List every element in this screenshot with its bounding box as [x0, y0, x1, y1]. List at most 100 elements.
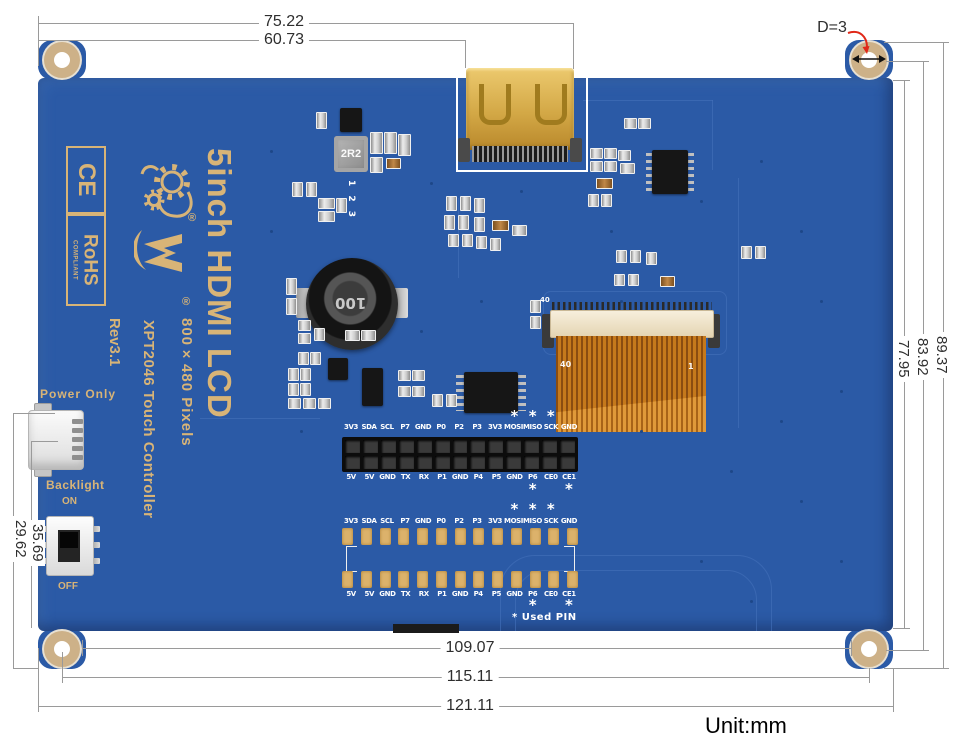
- pin-label: SCK: [543, 423, 559, 431]
- pin-label: 3V3: [488, 517, 502, 525]
- rohs-mark-box: COMPLIANT RoHS: [66, 214, 106, 306]
- via-dot: [640, 430, 643, 433]
- used-pin-star: [469, 503, 487, 515]
- smd-component: [492, 220, 509, 231]
- switch-on-label: ON: [62, 496, 77, 507]
- red-callout-arrow: [847, 31, 870, 54]
- rohs-compliant-label: COMPLIANT: [71, 239, 78, 281]
- hdmi-shield-clip: [570, 138, 582, 162]
- smd-component: [590, 161, 603, 172]
- used-pin-star: [415, 599, 433, 611]
- used-pin-star: [378, 483, 396, 495]
- used-pin-star: [487, 599, 505, 611]
- soic8-chip: [652, 150, 688, 194]
- dim-tick: [886, 61, 929, 62]
- dim-value-right-3: 77.95: [895, 336, 912, 382]
- used-pin-star: [560, 410, 578, 422]
- used-pin-star: [433, 483, 451, 495]
- used-pin-star: [360, 410, 378, 422]
- used-pin-star: [469, 483, 487, 495]
- pin-label: CE0: [544, 590, 558, 598]
- pin-label: 3V3: [344, 517, 358, 525]
- used-pin-star: [378, 599, 396, 611]
- used-pin-star: [451, 410, 469, 422]
- pin-label: RX: [418, 473, 429, 481]
- pin-label: SDA: [361, 517, 377, 525]
- solder-pad: [548, 528, 560, 545]
- pin-label: MOSI: [504, 423, 523, 431]
- solder-pad: [454, 571, 466, 588]
- smd-component: [384, 132, 397, 154]
- waveshare-logo: [134, 156, 196, 306]
- header2-bottom-stars: **: [342, 598, 578, 613]
- smd-component: [596, 178, 613, 189]
- dim-extension-line: [62, 652, 63, 683]
- dim-value-left-1: 29.62: [12, 516, 29, 562]
- smd-component: [412, 370, 425, 381]
- pin-label: P4: [473, 473, 484, 481]
- solder-pad: [417, 528, 428, 545]
- waveshare-logo-icon: [134, 164, 193, 272]
- mounting-hole: [44, 42, 80, 78]
- header-socket-hole: [470, 456, 486, 469]
- header-socket-hole: [380, 456, 396, 469]
- used-pin-star: *: [546, 407, 555, 425]
- smd-component: [318, 398, 331, 409]
- registered-mark: ®: [182, 296, 191, 308]
- solder-pad: [435, 528, 447, 545]
- smd-component: [530, 300, 541, 313]
- smd-component: [660, 276, 675, 287]
- solder-pad: [473, 571, 485, 588]
- dim-extension-line: [869, 668, 870, 683]
- smd-component: [286, 298, 297, 315]
- pin-label: CE0: [544, 473, 558, 481]
- header1-bottom-stars: **: [342, 482, 578, 497]
- used-pin-star: [342, 483, 360, 495]
- solder-pad: [473, 528, 485, 545]
- header-socket-hole: [506, 440, 522, 453]
- via-dot: [270, 230, 273, 233]
- smd-component: [490, 238, 501, 251]
- smd-component: [590, 148, 603, 159]
- unit-note: Unit:mm: [705, 713, 787, 738]
- used-pin-star: *: [546, 500, 555, 518]
- used-pin-star: [342, 503, 360, 515]
- backlight-switch-knob: [60, 532, 78, 548]
- smd-component: [288, 368, 299, 381]
- pad-bracket-left: [346, 546, 357, 572]
- used-pin-star: [469, 599, 487, 611]
- used-pin-star: [487, 503, 505, 515]
- used-pin-star: [378, 503, 396, 515]
- solder-pad-row-bottom: [342, 571, 578, 588]
- dim-extension-line: [573, 23, 574, 69]
- header-socket-hole: [560, 456, 575, 469]
- pin-label: P5: [491, 590, 502, 598]
- smd-component: [474, 198, 485, 213]
- used-pin-star: *: [528, 407, 537, 425]
- header-socket-hole: [362, 440, 378, 453]
- pin-label: P5: [491, 473, 502, 481]
- header2-top-stars: ***: [342, 500, 578, 518]
- solder-pad: [379, 571, 391, 588]
- pin-label: P6: [528, 590, 538, 598]
- via-dot: [620, 300, 623, 303]
- used-pin-star: [415, 483, 433, 495]
- silkscreen-123: 1 2 3: [346, 180, 356, 221]
- header-socket-hole: [398, 456, 414, 469]
- dim-line-60: [38, 40, 465, 41]
- smd-component: [448, 234, 459, 247]
- dim-tick: [893, 80, 910, 81]
- smd-component: [638, 118, 651, 129]
- inductor-2r2-value: 2R2: [340, 148, 362, 160]
- pin-label: P2: [454, 423, 464, 431]
- smd-component: [292, 182, 303, 197]
- ribbon-label-40: 40: [560, 360, 572, 369]
- header-socket-hole: [398, 440, 414, 453]
- hdmi-connector: [466, 68, 574, 150]
- solder-pad: [379, 528, 391, 545]
- used-pin-star: [542, 483, 560, 495]
- solder-pad: [567, 571, 578, 588]
- smd-component: [476, 236, 487, 249]
- used-pin-star: [342, 410, 360, 422]
